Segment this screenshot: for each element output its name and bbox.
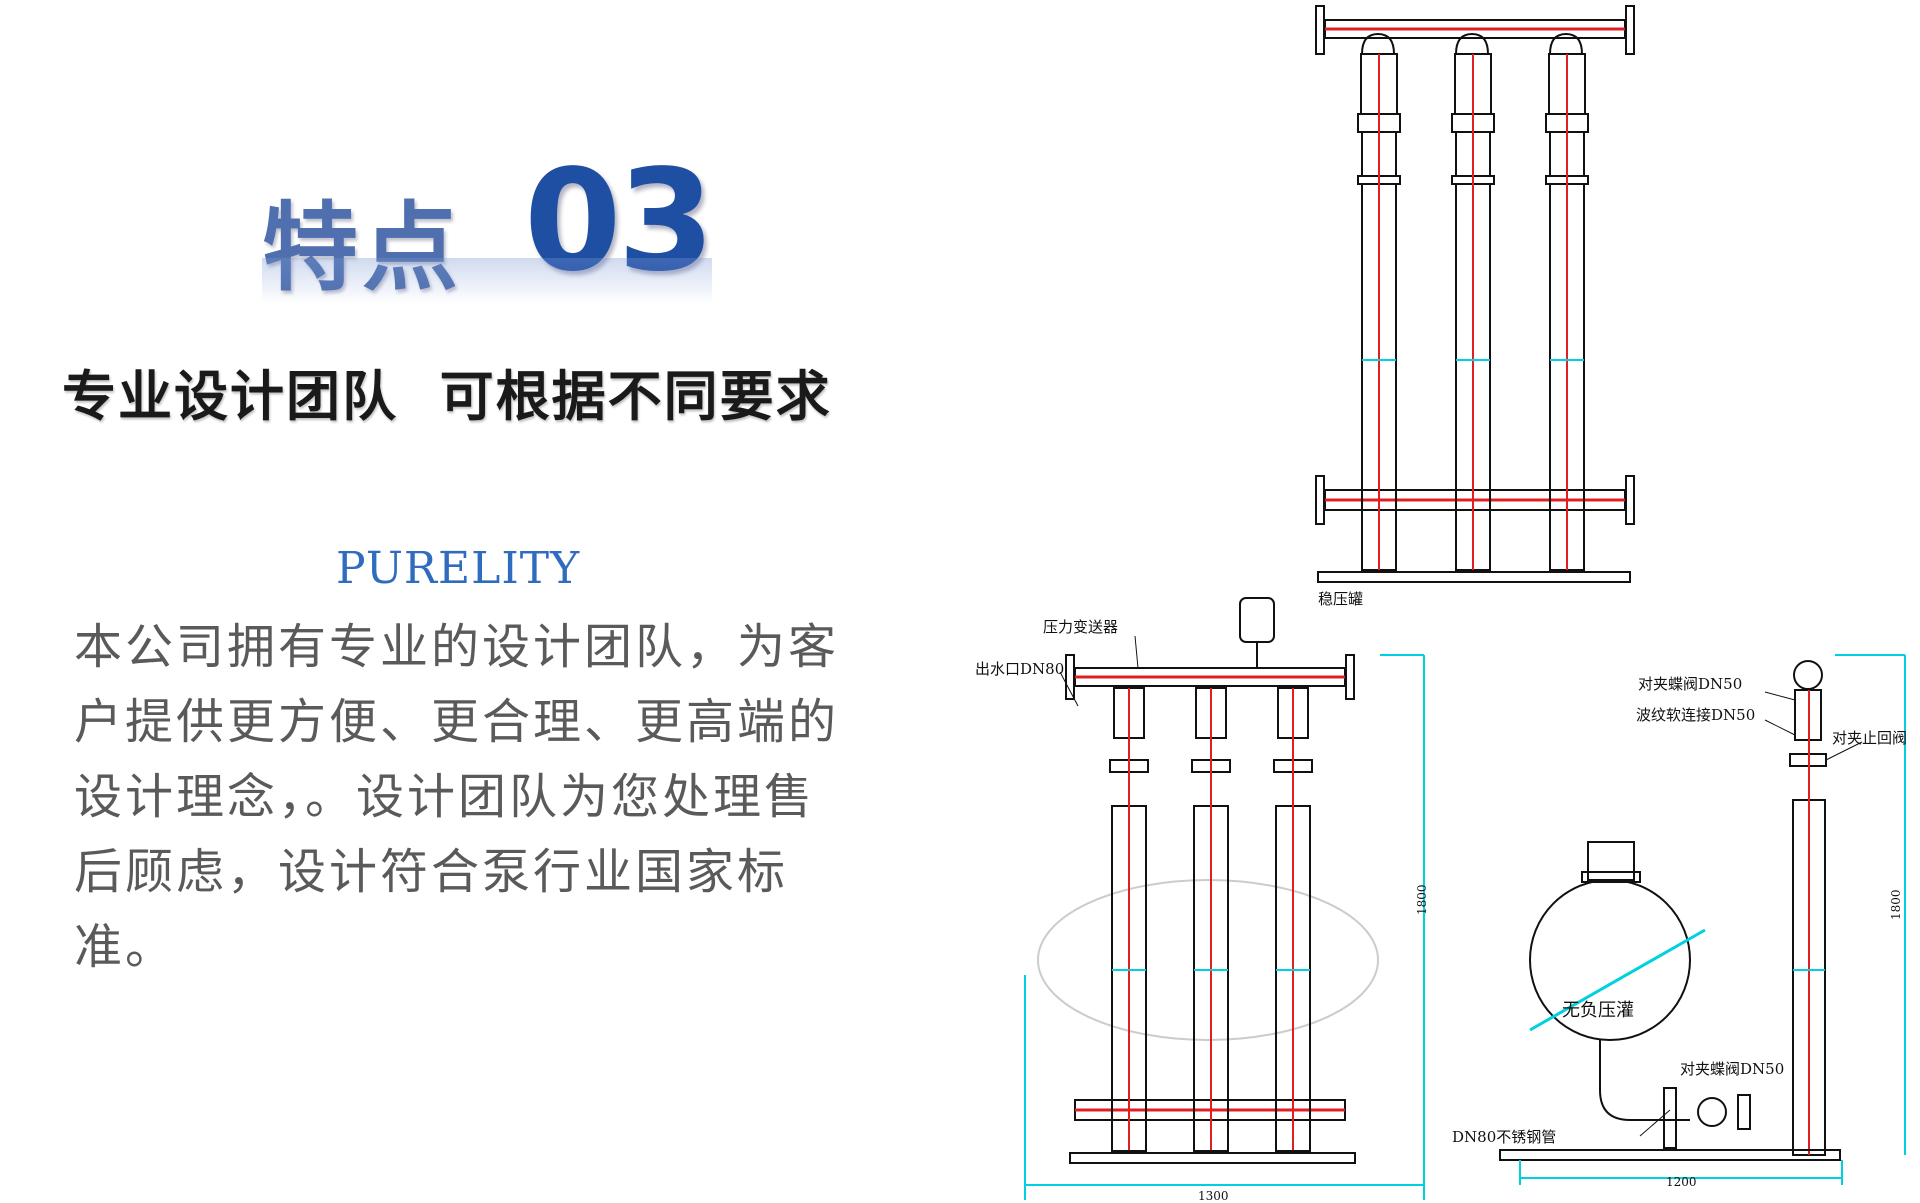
top-pump-2 <box>1451 32 1495 571</box>
label-butterfly-valve-top: 对夹蝶阀DN50 <box>1638 675 1742 693</box>
heading-reflection <box>262 258 712 304</box>
label-butterfly-valve-bottom: 对夹蝶阀DN50 <box>1680 1060 1784 1078</box>
bl-pump-1 <box>1109 687 1149 1152</box>
dimension-height-left: 1800 <box>1415 884 1429 915</box>
subtitle: 专业设计团队 可根据不同要求 <box>62 365 832 428</box>
feature-number: 03 <box>524 140 715 303</box>
bl-pump-2 <box>1191 687 1231 1152</box>
dimension-width-right: 1200 <box>1666 1175 1697 1189</box>
feature-heading: 特点 03 <box>262 140 722 310</box>
label-outlet: 出水口DN80 <box>975 660 1064 678</box>
label-corrugated-connector: 波纹软连接DN50 <box>1636 706 1755 724</box>
brand-name: PURELITY <box>336 543 581 594</box>
label-check-valve: 对夹止回阀 <box>1832 729 1907 747</box>
label-stainless-pipe: DN80不锈钢管 <box>1452 1128 1556 1146</box>
label-pressure-transmitter: 压力变送器 <box>1043 618 1118 636</box>
bottom-left-front-view <box>1024 597 1425 1200</box>
body-line: 设计理念，。设计团队为您处理售 <box>74 769 816 825</box>
body-paragraph: 本公司拥有专业的设计团队，为客 户提供更方便、更合理、更高端的 设计理念，。设计… <box>74 610 874 985</box>
top-pump-3 <box>1545 32 1589 571</box>
body-line: 本公司拥有专业的设计团队，为客 <box>74 619 840 675</box>
body-line: 准。 <box>74 919 177 975</box>
label-tank: 无负压灌 <box>1562 1000 1634 1021</box>
label-stabilizer-tank: 稳压罐 <box>1318 590 1363 608</box>
bl-pump-3 <box>1273 687 1313 1152</box>
top-pump-1 <box>1357 32 1401 571</box>
dimension-height-right: 1800 <box>1889 889 1903 920</box>
top-front-view <box>1315 5 1635 583</box>
feature-word: 特点 <box>262 191 462 304</box>
dimension-width-left: 1300 <box>1198 1189 1229 1203</box>
body-line: 户提供更方便、更合理、更高端的 <box>74 694 840 750</box>
bottom-right-side-view <box>1499 654 1906 1185</box>
body-line: 后顾虑，设计符合泵行业国家标 <box>74 844 789 900</box>
